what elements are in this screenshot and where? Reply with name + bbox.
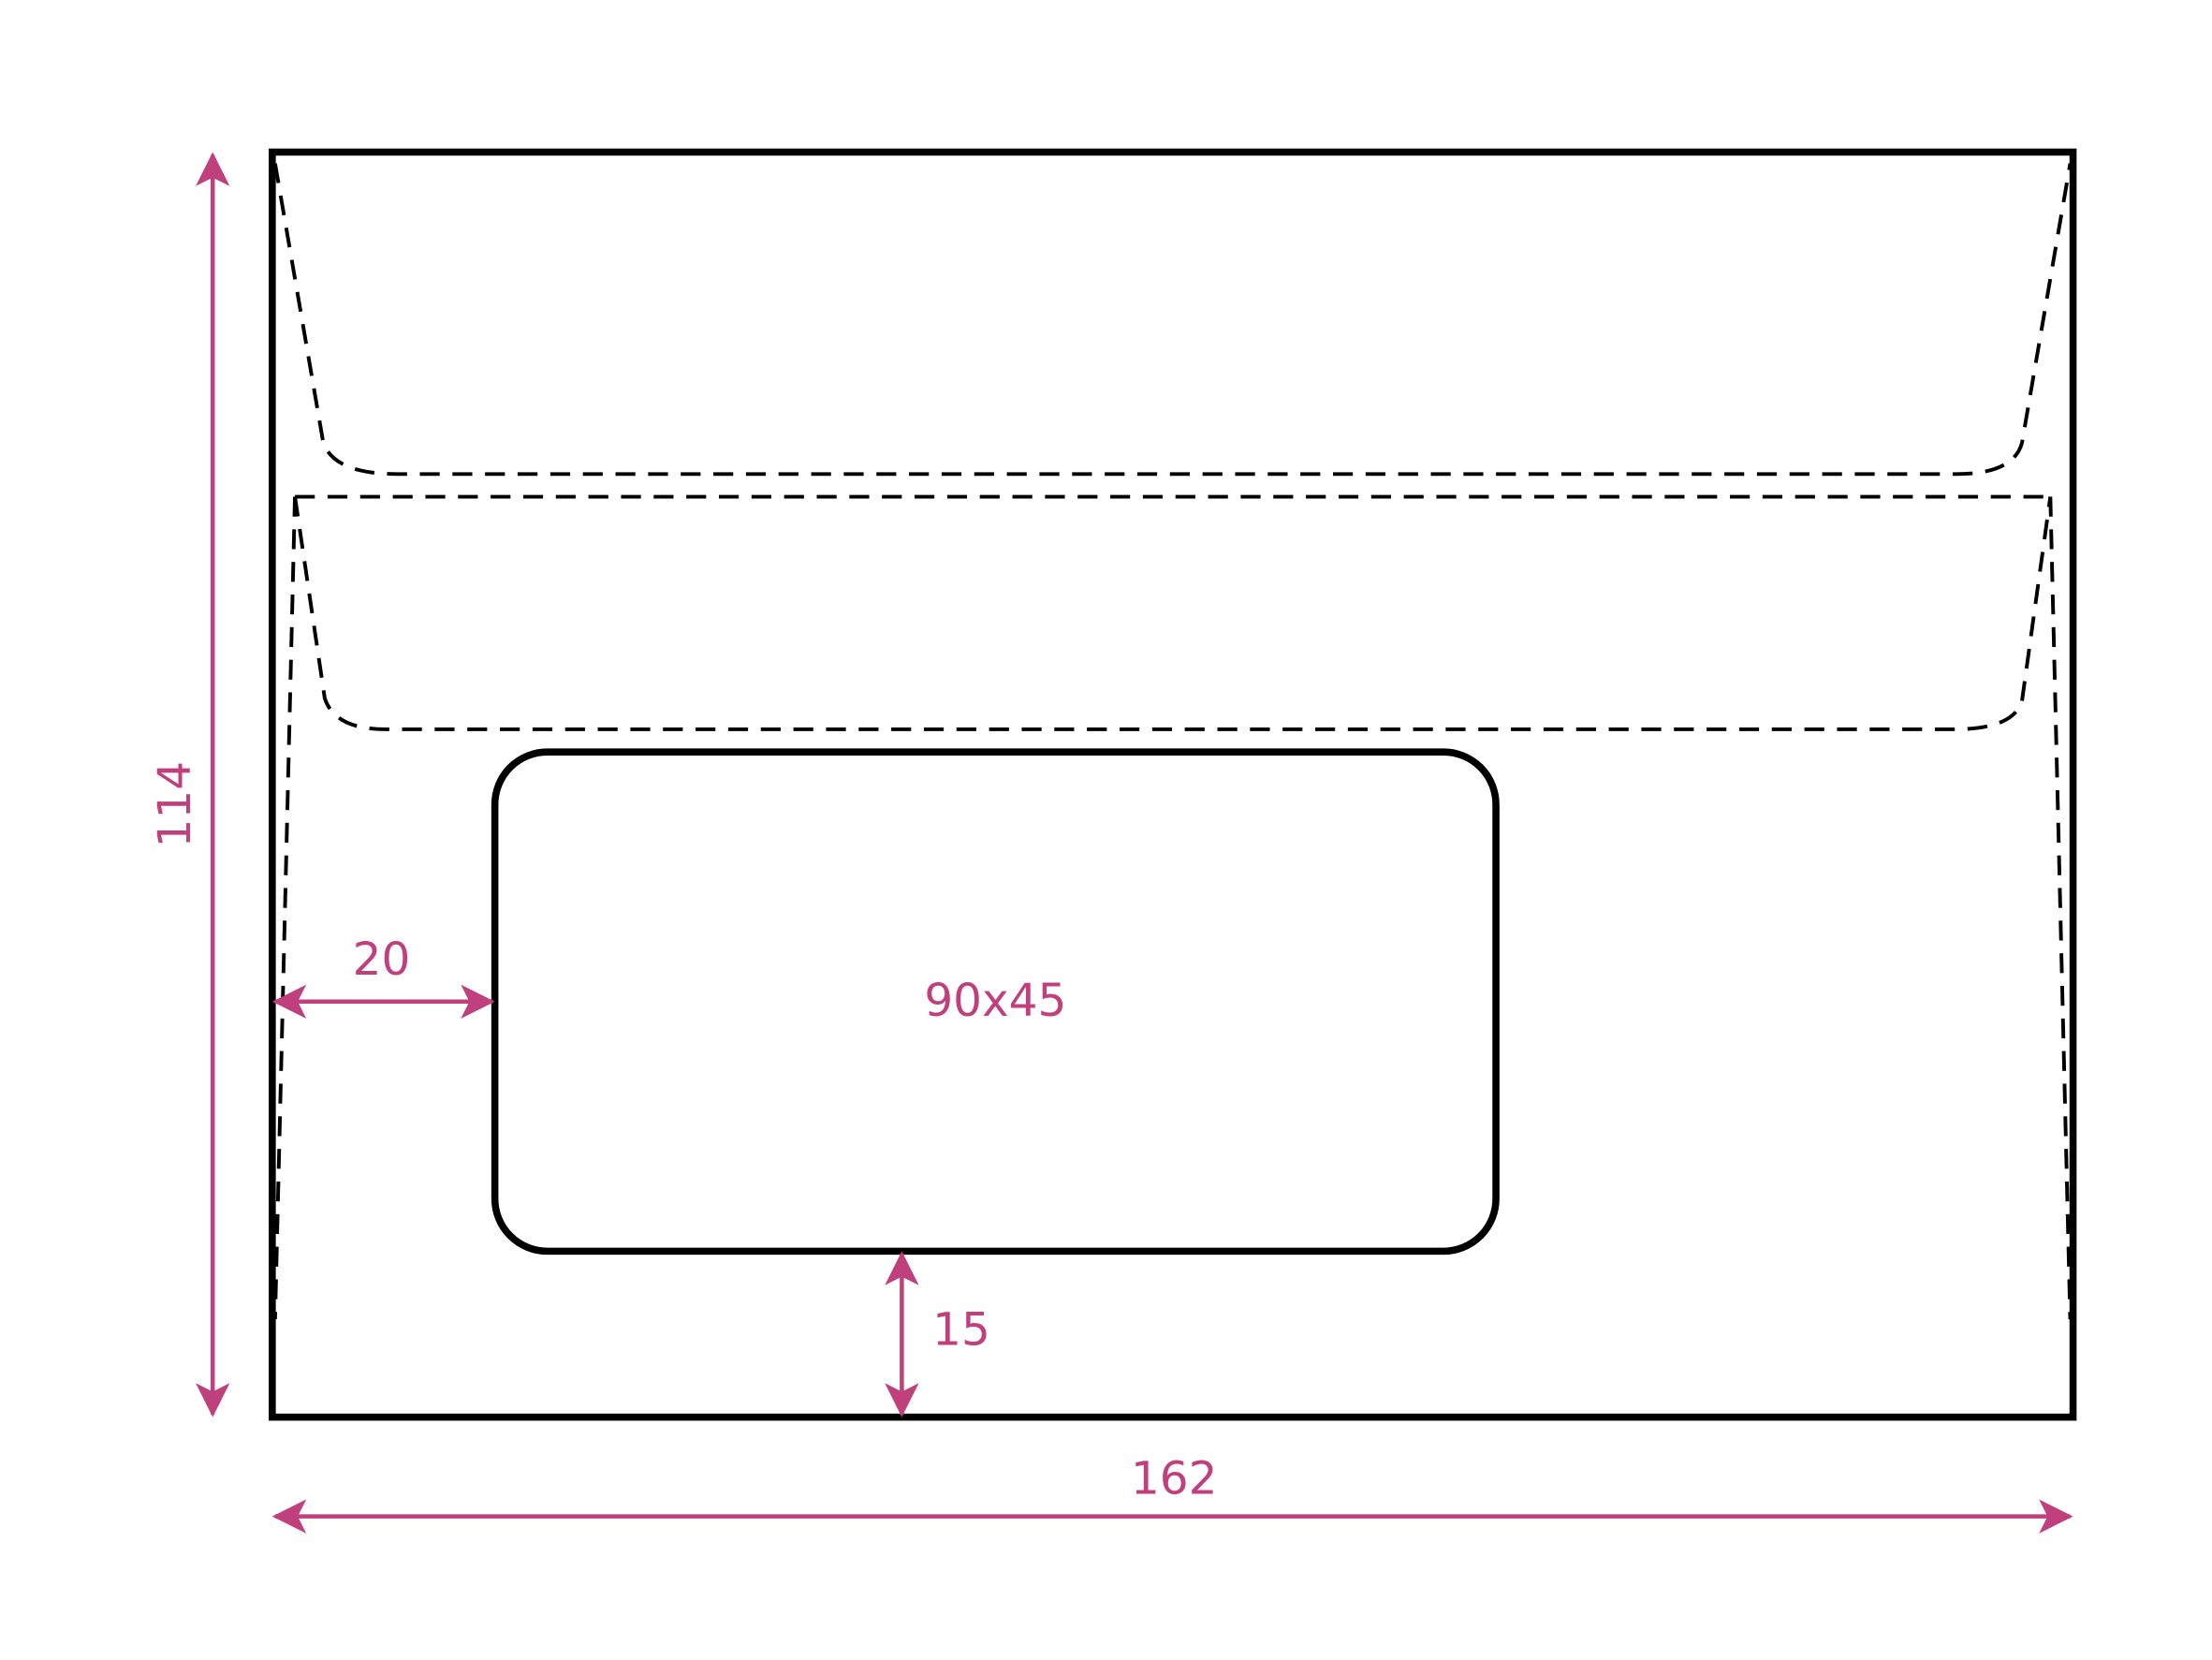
width-label: 162 [1131,1452,1218,1505]
outer-flap-fold-line [272,163,2073,477]
inner-flap-fold-line [293,496,2053,731]
right-side-flap-line [2048,496,2073,1320]
left-side-flap-line [272,496,298,1320]
window-size-label: 90x45 [924,975,1066,1027]
height-label: 114 [149,761,201,848]
envelope-outline [269,148,2077,1421]
window-left-offset-label: 20 [353,933,411,986]
window-bottom-offset-label: 15 [932,1303,990,1356]
